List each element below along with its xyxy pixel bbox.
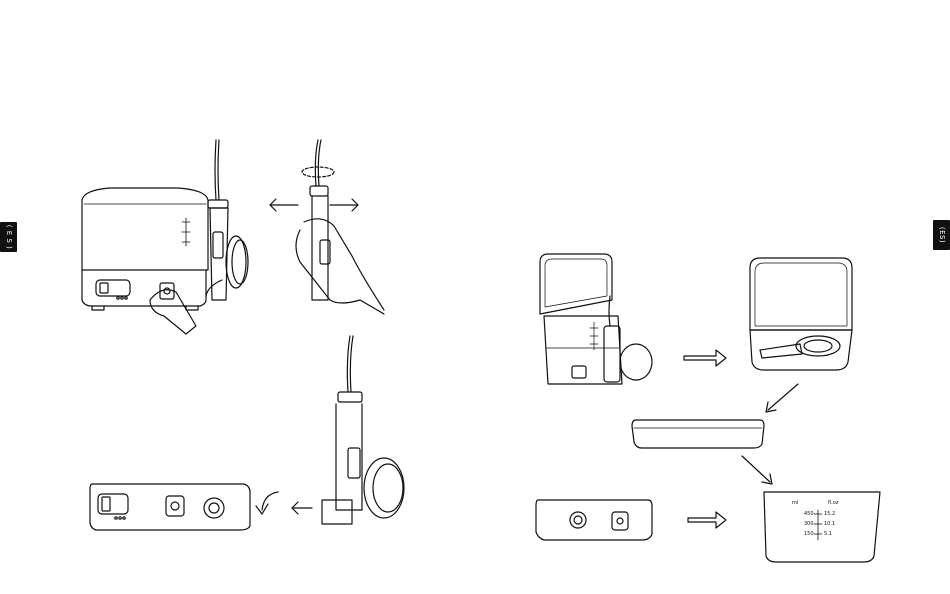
tank-scale-ml-unit: ml	[792, 500, 798, 506]
tank-scale-ml-150: 150	[804, 531, 814, 537]
illustration-base-connect-hose	[90, 484, 312, 530]
illustration-open-unit-with-lid	[540, 254, 726, 384]
tank-scale-ml-300: 300	[804, 521, 814, 527]
illustration-travel-case-packed	[750, 258, 852, 412]
illustration-flosser-unit-press-button	[82, 140, 248, 334]
tank-scale-ml-450: 450	[804, 511, 814, 517]
illustration-closed-lid	[632, 420, 772, 484]
illustration-handle-with-hose	[322, 336, 404, 524]
illustration-handle-rotate-tip	[270, 140, 384, 314]
illustration-base-side-view	[536, 500, 726, 540]
illustration-water-tank-scale	[764, 492, 880, 562]
tank-scale-oz-unit: fl.oz	[828, 500, 838, 506]
tank-scale-oz-15: 15.2	[824, 511, 835, 517]
tank-scale-oz-5: 5.1	[824, 531, 832, 537]
tank-scale-oz-10: 10.1	[824, 521, 835, 527]
